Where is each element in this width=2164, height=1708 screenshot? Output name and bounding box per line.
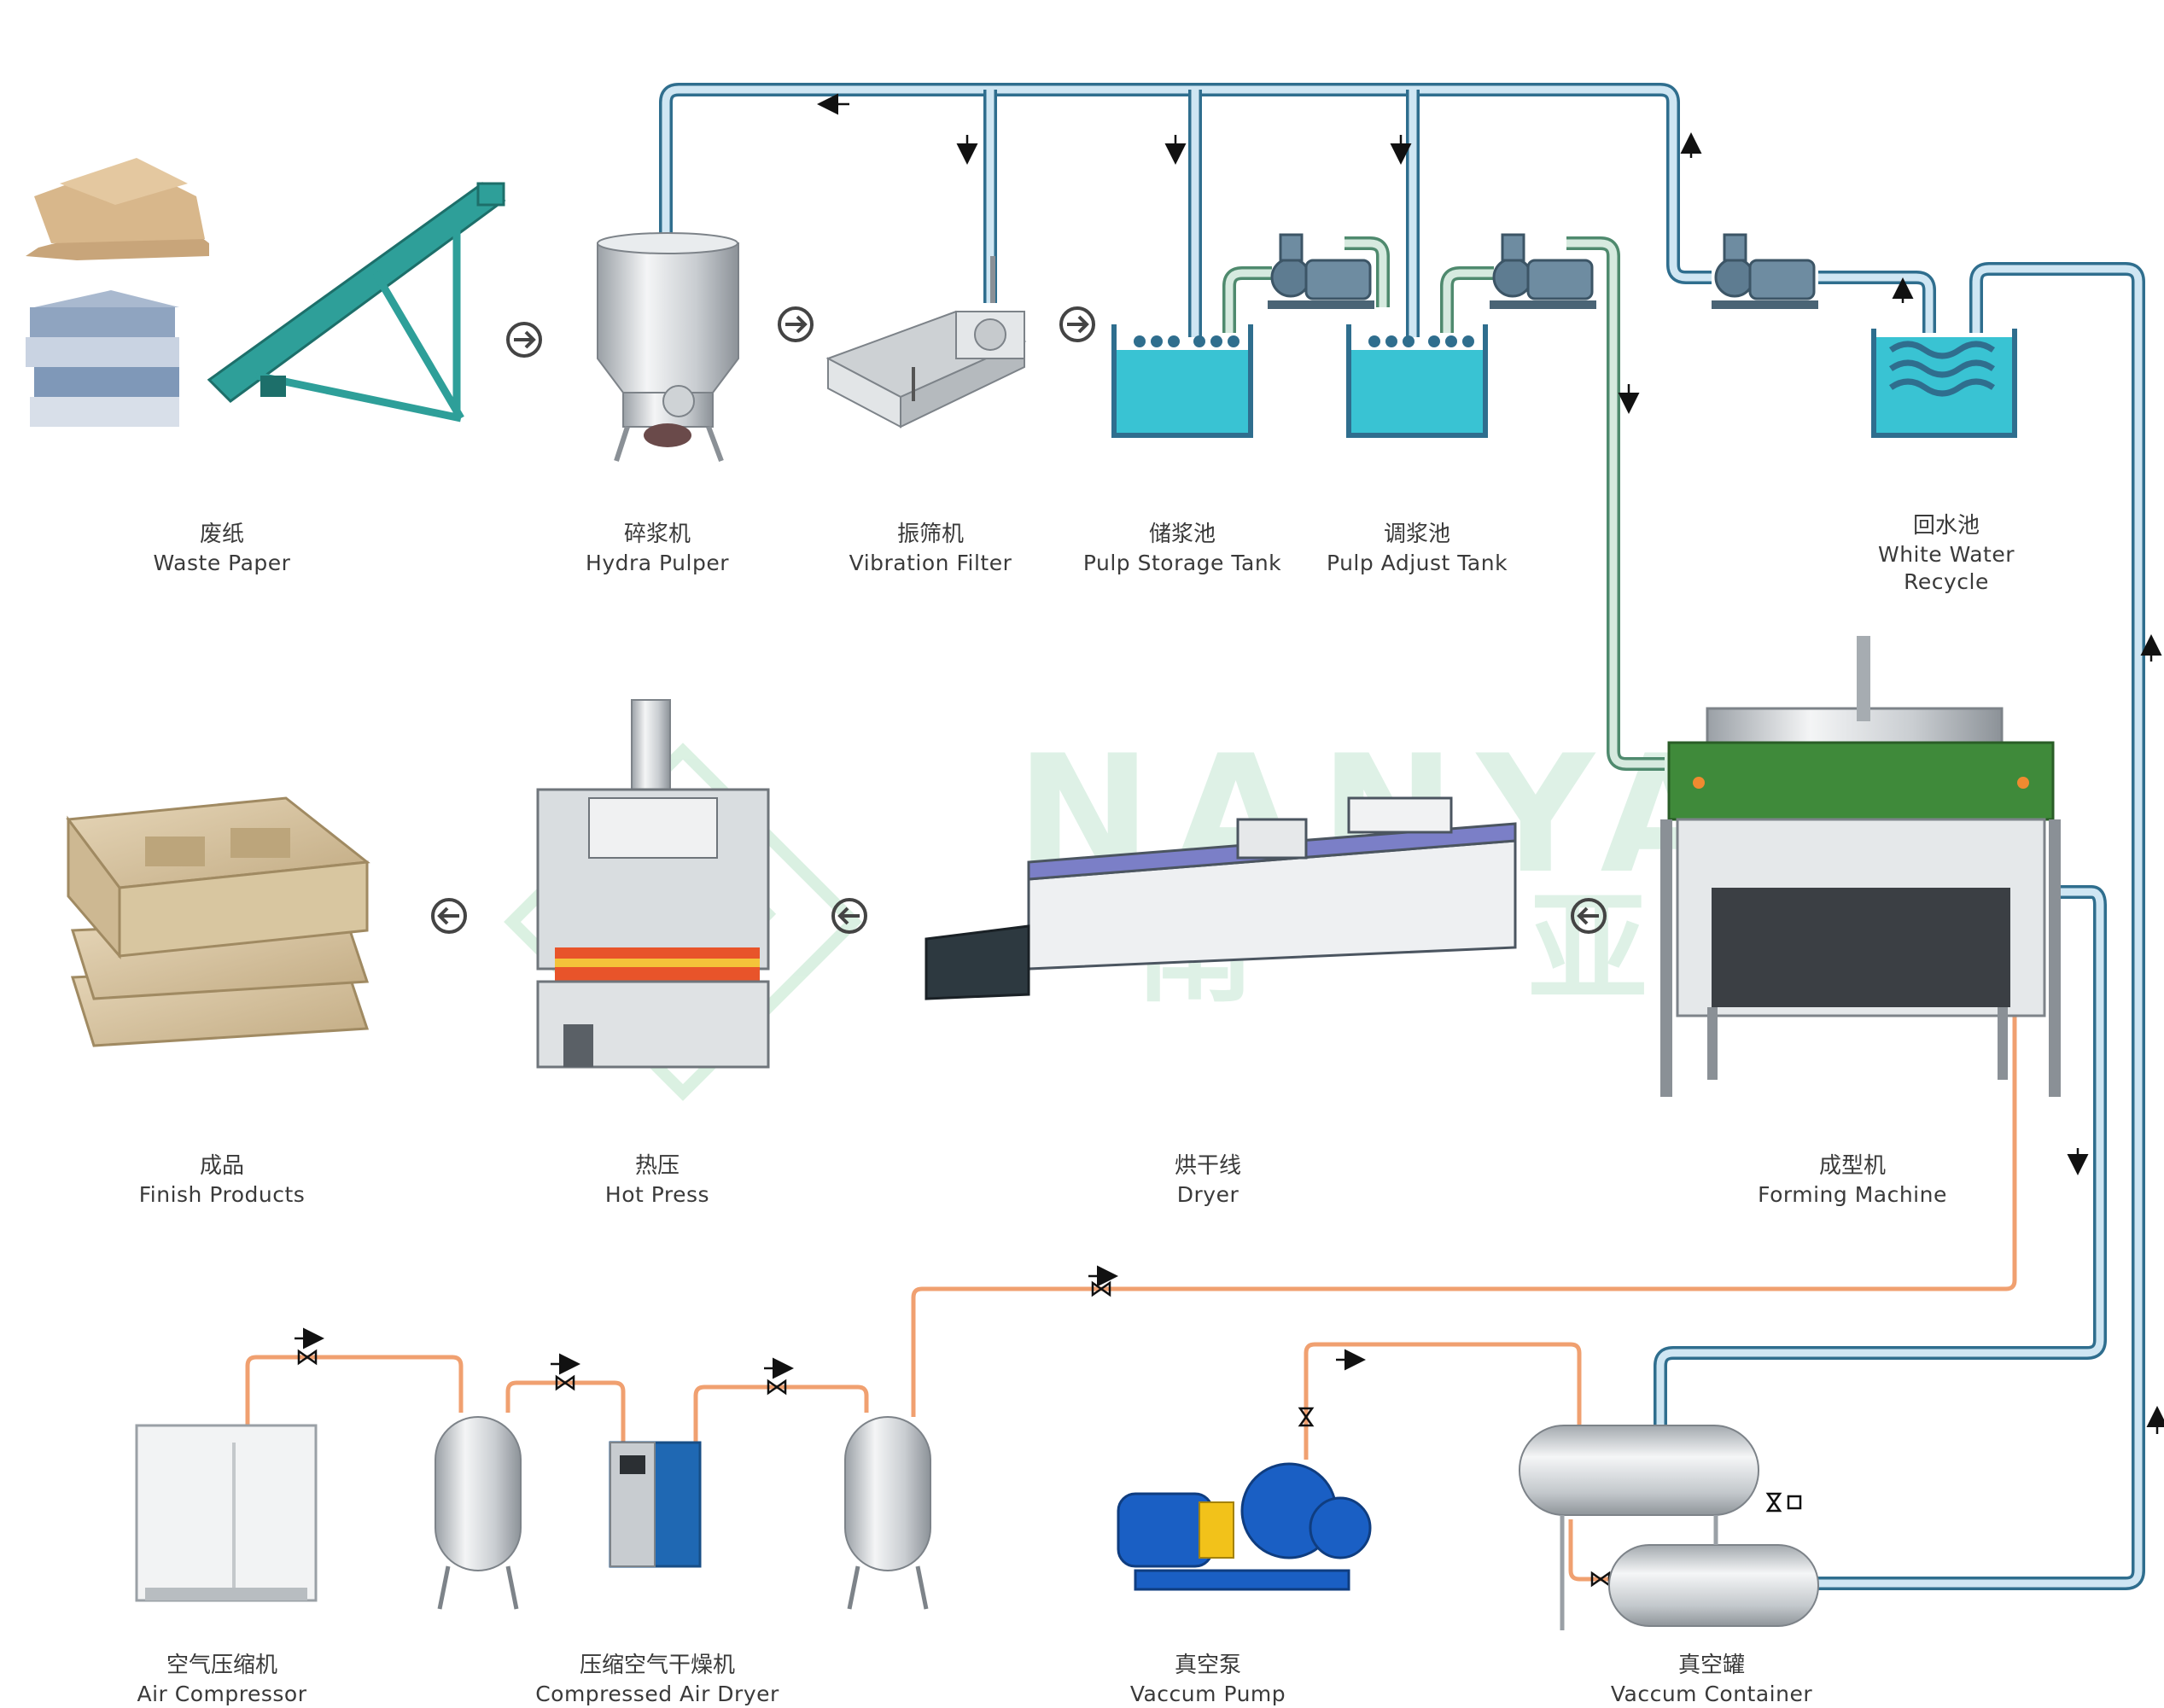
label-en-line-2: Recycle: [1904, 569, 1989, 595]
dryer-line-icon: [925, 796, 1517, 1000]
label-zh: 碎浆机: [623, 522, 691, 547]
tank-icon: [1346, 324, 1488, 438]
paper-bale-icon: [26, 158, 209, 427]
label-zh: 成品: [199, 1153, 244, 1179]
label-en: Dryer: [1176, 1181, 1239, 1207]
station-dryer: 烘干线 Dryer: [1105, 1152, 1310, 1209]
label-zh: 成型机: [1818, 1153, 1886, 1179]
station-forming-machine: 成型机 Forming Machine: [1737, 1152, 1968, 1209]
white-water-pipes: [659, 83, 2145, 1590]
conveyor-icon: [207, 182, 506, 423]
circle-arrow-left-icon: [1571, 898, 1607, 934]
station-hydra-pulper: 碎浆机 Hydra Pulper: [555, 521, 760, 577]
air-dryer-icon: [609, 1441, 702, 1568]
circle-arrow-left-icon: [831, 898, 867, 934]
vacuum-pump-icon: [1117, 1462, 1372, 1591]
station-pulp-storage-tank: 储浆池 Pulp Storage Tank: [1063, 521, 1302, 577]
label-zh: 真空泵: [1174, 1653, 1241, 1678]
station-finish-products: 成品 Finish Products: [111, 1152, 333, 1209]
station-vaccum-pump: 真空泵 Vaccum Pump: [1105, 1652, 1310, 1708]
air-pipes: [245, 939, 2017, 1582]
station-hot-press: 热压 Hot Press: [555, 1152, 760, 1209]
label-zh: 储浆池: [1148, 522, 1216, 547]
label-zh: 烘干线: [1174, 1153, 1241, 1179]
station-compressed-air-dryer: 压缩空气干燥机 Compressed Air Dryer: [521, 1652, 794, 1708]
valves: [297, 1280, 1802, 1588]
label-en: Vaccum Pump: [1129, 1681, 1286, 1706]
flow-arrows: [295, 93, 2164, 1434]
label-zh: 热压: [634, 1153, 680, 1179]
vacuum-tank-icon: [1519, 1425, 1819, 1630]
label-en: Forming Machine: [1758, 1181, 1947, 1207]
pump-icon: [1490, 233, 1596, 309]
circle-arrow-left-icon: [431, 898, 467, 934]
label-zh: 回水池: [1912, 513, 1980, 539]
label-zh: 空气压缩机: [166, 1653, 277, 1678]
forming-machine-icon: [1660, 636, 2061, 1097]
circle-arrow-right-icon: [1059, 306, 1095, 342]
label-en: Finish Products: [138, 1181, 306, 1207]
tank-icon: [1111, 324, 1253, 438]
pulp-pipes: [1222, 236, 1665, 771]
label-en: Vibration Filter: [849, 550, 1012, 575]
label-zh: 压缩空气干燥机: [579, 1653, 735, 1678]
air-tank-icon: [435, 1416, 522, 1610]
label-en: Compressed Air Dryer: [535, 1681, 779, 1706]
label-en: Air Compressor: [137, 1681, 307, 1706]
label-en: Hydra Pulper: [586, 550, 729, 575]
station-vibration-filter: 振筛机 Vibration Filter: [820, 521, 1041, 577]
label-zh: 调浆池: [1383, 522, 1450, 547]
label-en: Vaccum Container: [1610, 1681, 1813, 1706]
label-en: Waste Paper: [153, 550, 291, 575]
pulp-tray-icon: [66, 796, 370, 1047]
station-white-water-recycle: 回水池 White Water Recycle: [1840, 512, 2053, 597]
pulper-icon: [597, 232, 739, 463]
station-air-compressor: 空气压缩机 Air Compressor: [111, 1652, 333, 1708]
label-zh: 废纸: [199, 522, 244, 547]
label-en-line-1: White Water: [1877, 541, 2015, 567]
label-en: Hot Press: [604, 1181, 710, 1207]
station-vaccum-container: 真空罐 Vaccum Container: [1588, 1652, 1835, 1708]
label-zh: 振筛机: [896, 522, 964, 547]
water-pool-icon: [1871, 329, 2017, 438]
vibration-screen-icon: [825, 256, 1027, 428]
pump-icon: [1712, 233, 1818, 309]
station-pulp-adjust-tank: 调浆池 Pulp Adjust Tank: [1298, 521, 1537, 577]
label-en: Pulp Storage Tank: [1082, 550, 1282, 575]
label-zh: 真空罐: [1677, 1653, 1745, 1678]
label-en: Pulp Adjust Tank: [1326, 550, 1508, 575]
circle-arrow-right-icon: [778, 306, 814, 342]
station-waste-paper: 废纸 Waste Paper: [120, 521, 324, 577]
hot-press-icon: [536, 699, 770, 1069]
air-compressor-icon: [135, 1424, 318, 1602]
step-arrows: [431, 306, 1607, 934]
pump-icon: [1268, 233, 1374, 309]
circle-arrow-right-icon: [506, 322, 542, 358]
air-tank-icon: [844, 1416, 931, 1610]
